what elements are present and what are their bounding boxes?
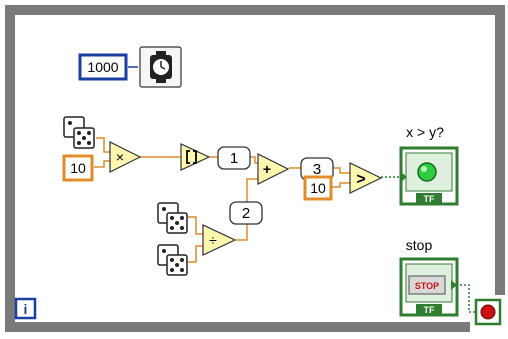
wire-random2-to-divide [188,216,203,235]
watch-icon [150,51,172,83]
dice-icon [63,116,95,149]
wire-10-to-greater [331,182,350,188]
probe-2[interactable]: 2 [229,201,263,225]
wait-ms-value: 1000 [87,59,118,75]
add-function[interactable]: + [257,153,290,185]
greater-than-function[interactable]: > [349,162,383,194]
wire-10-to-multiply [94,160,110,168]
stop-output-terminal [451,280,457,290]
comparison-indicator[interactable]: TF [399,146,459,206]
wait-function[interactable] [139,46,182,88]
iteration-terminal-label: i [24,301,28,317]
probe-3-label: 3 [313,161,321,178]
probe-2-label: 2 [242,205,250,222]
led-highlight [421,166,427,172]
random-number-1[interactable] [63,116,95,149]
add-symbol: + [263,161,271,177]
while-loop-bottom-border [5,322,470,332]
random-number-2[interactable] [157,202,188,234]
dice-icon [157,244,188,276]
comparison-indicator-label: x > y? [406,124,444,140]
probe-1[interactable]: 1 [217,146,251,170]
stop-sign-icon [480,304,496,320]
round-function[interactable] [180,143,211,171]
stop-button[interactable]: STOP [408,275,446,295]
divide-symbol: ÷ [209,232,217,248]
dice-icon [157,202,188,234]
while-loop-left-border [5,5,15,332]
while-loop-top-border [5,5,503,15]
comparison-input-terminal [401,172,407,182]
multiplier-constant[interactable]: 10 [62,154,94,182]
stop-type-tag: TF [424,305,435,315]
multiplier-value: 10 [70,160,86,176]
loop-condition-terminal[interactable] [474,298,502,326]
compare-constant[interactable]: 10 [303,175,333,201]
led-on-icon [417,162,437,182]
round-icon [186,150,197,164]
probe-1-label: 1 [230,150,238,167]
wait-ms-constant[interactable]: 1000 [78,53,128,81]
divide-function[interactable]: ÷ [202,224,237,256]
random-number-3[interactable] [157,244,188,276]
iteration-terminal[interactable]: i [14,297,37,320]
wire-random1-to-multiply [96,137,110,153]
stop-control-label: stop [406,237,433,253]
multiply-symbol: × [116,149,124,165]
comparison-type-tag: TF [424,194,435,204]
stop-button-text: STOP [415,281,439,291]
while-loop-right-border [495,5,505,295]
stop-control[interactable]: STOP TF [399,257,459,317]
multiply-function[interactable]: × [109,141,142,173]
compare-value: 10 [310,180,326,196]
greater-than-symbol: > [356,171,365,188]
wire-random3-to-divide [188,245,203,263]
